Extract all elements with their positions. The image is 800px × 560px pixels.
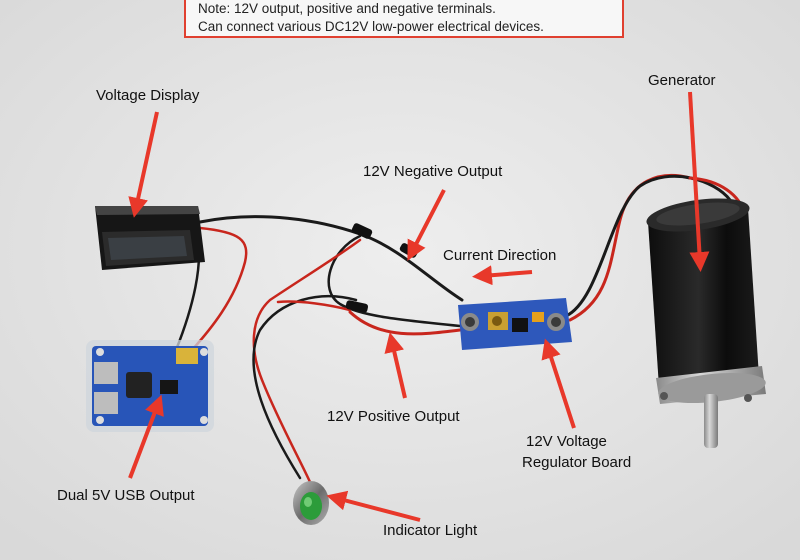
arrow-usb-output xyxy=(128,394,164,479)
regulator-board-device xyxy=(458,298,572,350)
generator-motor xyxy=(646,198,766,448)
arrow-indicator-light xyxy=(326,490,421,522)
note-box: Note: 12V output, positive and negative … xyxy=(184,0,624,38)
label-voltage-display: Voltage Display xyxy=(96,87,200,104)
usb-output-board xyxy=(86,340,214,432)
arrow-positive-output xyxy=(384,332,407,399)
label-positive-output: 12V Positive Output xyxy=(327,408,460,425)
label-indicator-light: Indicator Light xyxy=(383,522,478,539)
voltage-display-device xyxy=(95,206,205,270)
label-regulator-line-1: 12V Voltage xyxy=(526,433,607,450)
label-negative-output: 12V Negative Output xyxy=(363,163,503,180)
label-regulator-line-2: Regulator Board xyxy=(522,454,632,471)
label-generator: Generator xyxy=(648,72,716,89)
annotation-arrows xyxy=(128,91,710,522)
note-line-2: Can connect various DC12V low-power elec… xyxy=(198,19,544,34)
label-usb-output: Dual 5V USB Output xyxy=(57,487,195,504)
indicator-light-device xyxy=(293,481,329,525)
note-line-1: Note: 12V output, positive and negative … xyxy=(198,1,496,16)
arrow-current-direction xyxy=(472,265,533,286)
arrow-negative-output xyxy=(407,189,446,261)
label-current-direction: Current Direction xyxy=(443,247,557,264)
arrow-voltage-display xyxy=(128,111,159,218)
arrow-generator xyxy=(688,91,710,272)
arrow-regulator-board xyxy=(541,338,576,429)
